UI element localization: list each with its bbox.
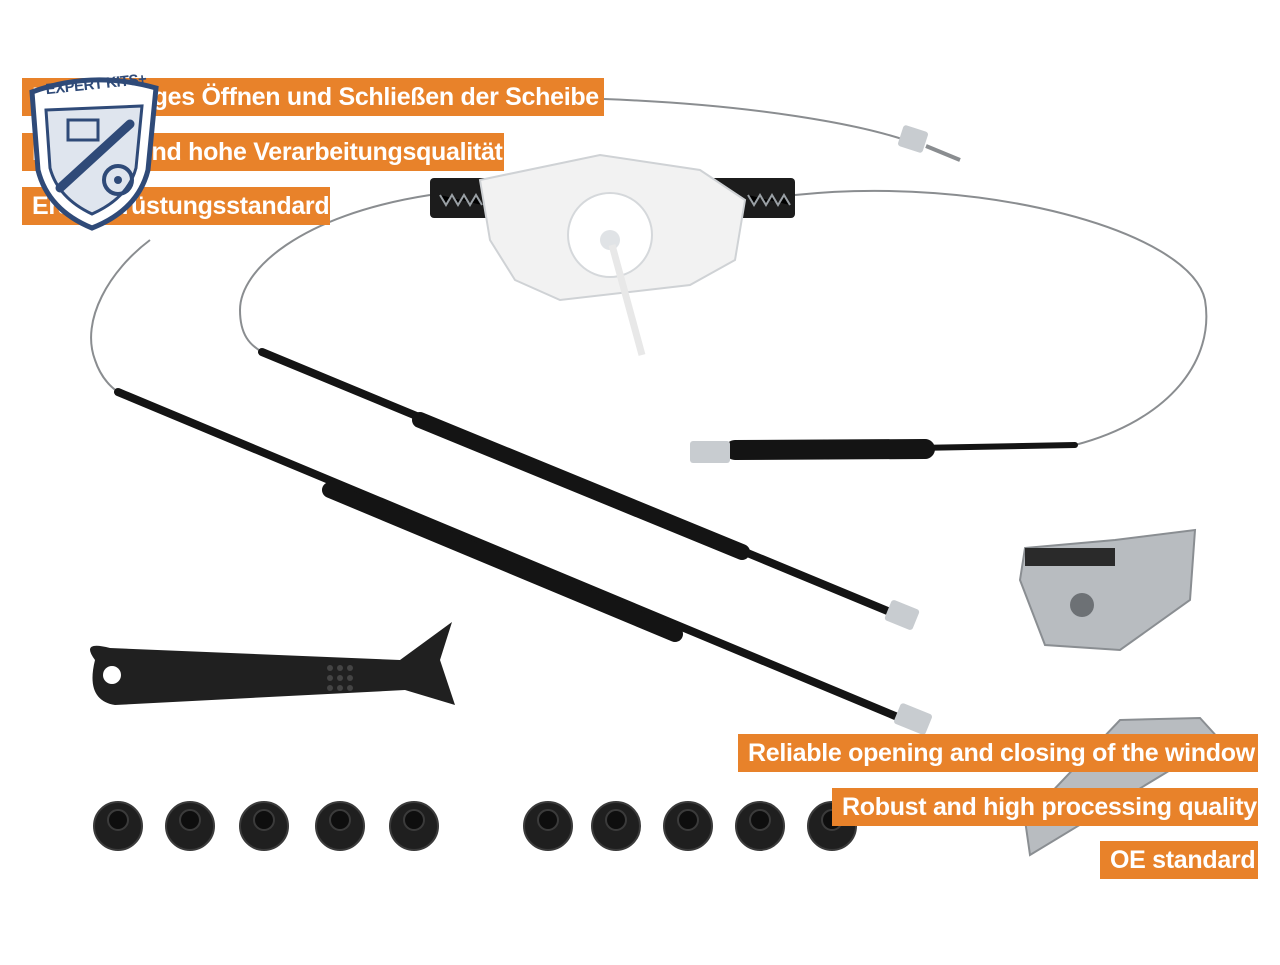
clip-nut-icon xyxy=(93,801,143,851)
trim-removal-tool-icon xyxy=(90,622,455,705)
clip-nut-row xyxy=(93,801,857,851)
conduit-end-fitting-icon xyxy=(690,441,932,735)
clip-nut-icon xyxy=(239,801,289,851)
clip-nut-icon xyxy=(389,801,439,851)
cable-end-fitting-icon xyxy=(898,125,961,162)
clip-nut-icon xyxy=(165,801,215,851)
clip-nut-icon xyxy=(315,801,365,851)
shield-wrench-battery-icon xyxy=(29,77,159,231)
cable-wires xyxy=(90,98,1208,446)
window-regulator-mechanism-icon xyxy=(430,153,795,356)
feature-banner-en-1: Reliable opening and closing of the wind… xyxy=(738,734,1258,772)
clip-nut-icon xyxy=(591,801,641,851)
clip-nut-icon xyxy=(523,801,573,851)
clip-nut-icon xyxy=(735,801,785,851)
feature-banner-en-3: OE standard xyxy=(1100,841,1258,879)
feature-banner-en-2: Robust and high processing quality xyxy=(832,788,1258,826)
expert-kits-badge: EXPERT KITS+ xyxy=(18,70,166,232)
cable-conduit-icon xyxy=(114,348,1078,722)
clip-nut-icon xyxy=(663,801,713,851)
